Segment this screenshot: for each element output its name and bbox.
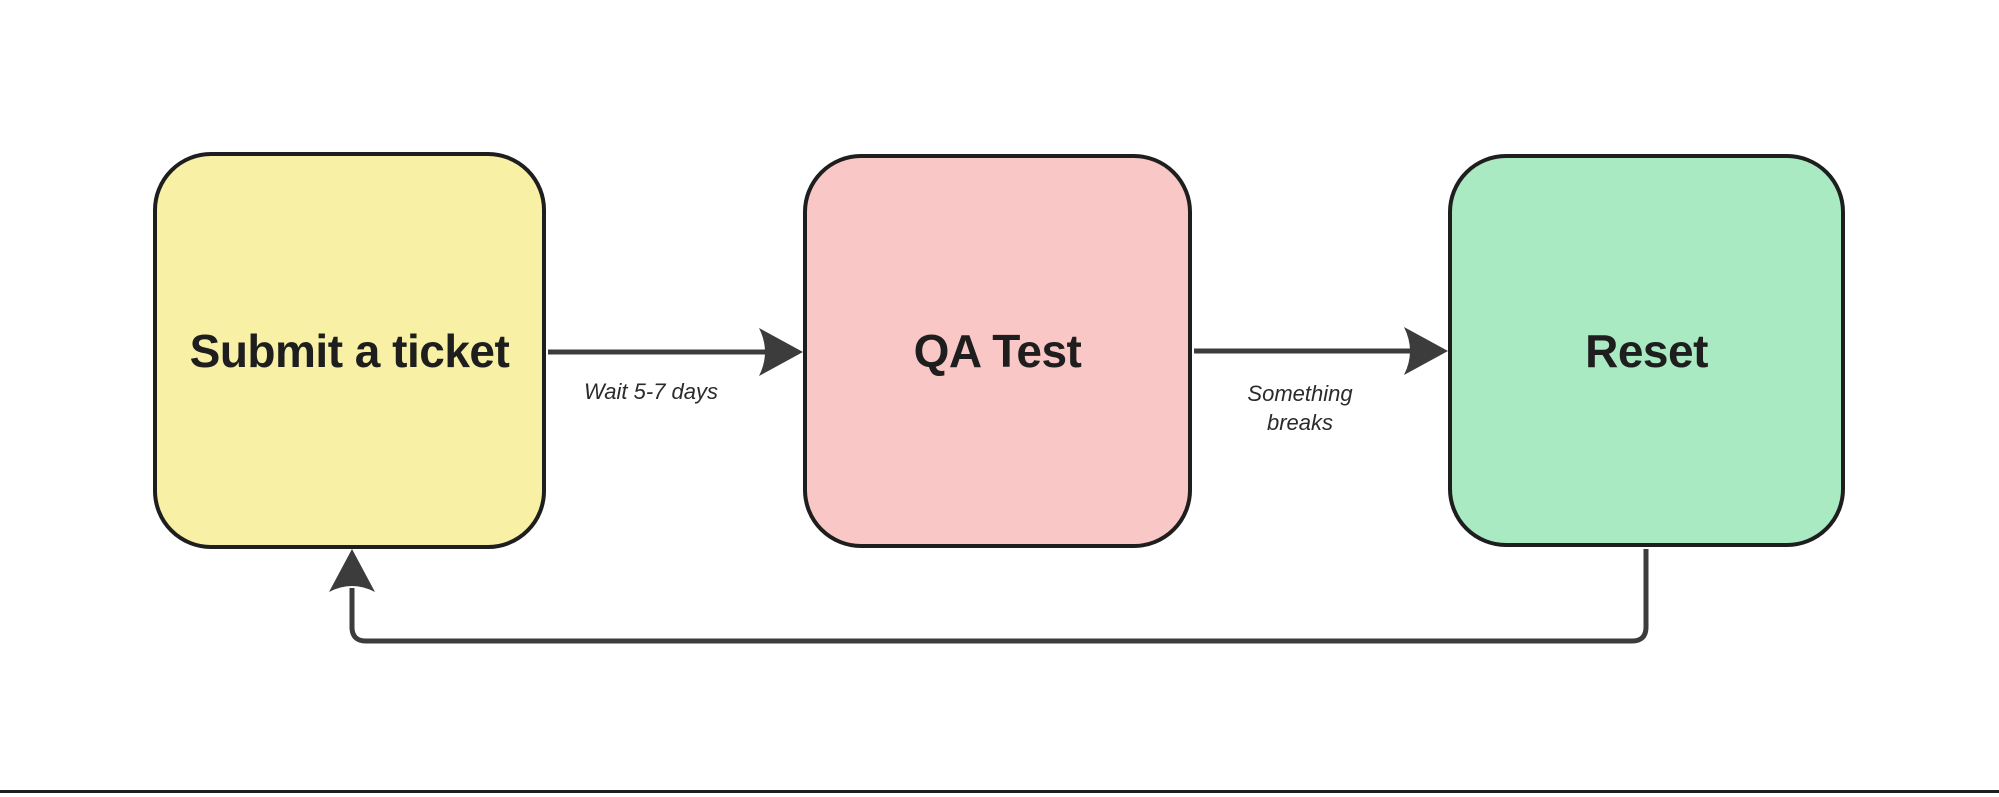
node-qa-test-label: QA Test — [913, 325, 1082, 377]
edge-reset-to-submit[interactable] — [329, 549, 1649, 644]
edge-qa-to-reset[interactable] — [1194, 327, 1448, 375]
arrowhead-up-icon — [329, 549, 375, 592]
edge-reset-to-submit-line[interactable] — [349, 549, 1649, 644]
node-submit-a-ticket[interactable]: Submit a ticket — [153, 152, 546, 549]
edge-submit-to-qa[interactable] — [548, 328, 803, 376]
node-qa-test[interactable]: QA Test — [803, 154, 1192, 548]
arrowhead-right-icon — [1404, 327, 1448, 375]
arrowhead-right-icon — [759, 328, 803, 376]
edge-label-something-breaks[interactable]: Something breaks — [1247, 381, 1353, 436]
bottom-panel-edge-divider — [0, 790, 1999, 793]
node-reset[interactable]: Reset — [1448, 154, 1845, 547]
node-submit-a-ticket-label: Submit a ticket — [189, 324, 510, 377]
node-reset-label: Reset — [1585, 324, 1708, 377]
edge-label-wait-5-7-days[interactable]: Wait 5-7 days — [583, 379, 719, 404]
